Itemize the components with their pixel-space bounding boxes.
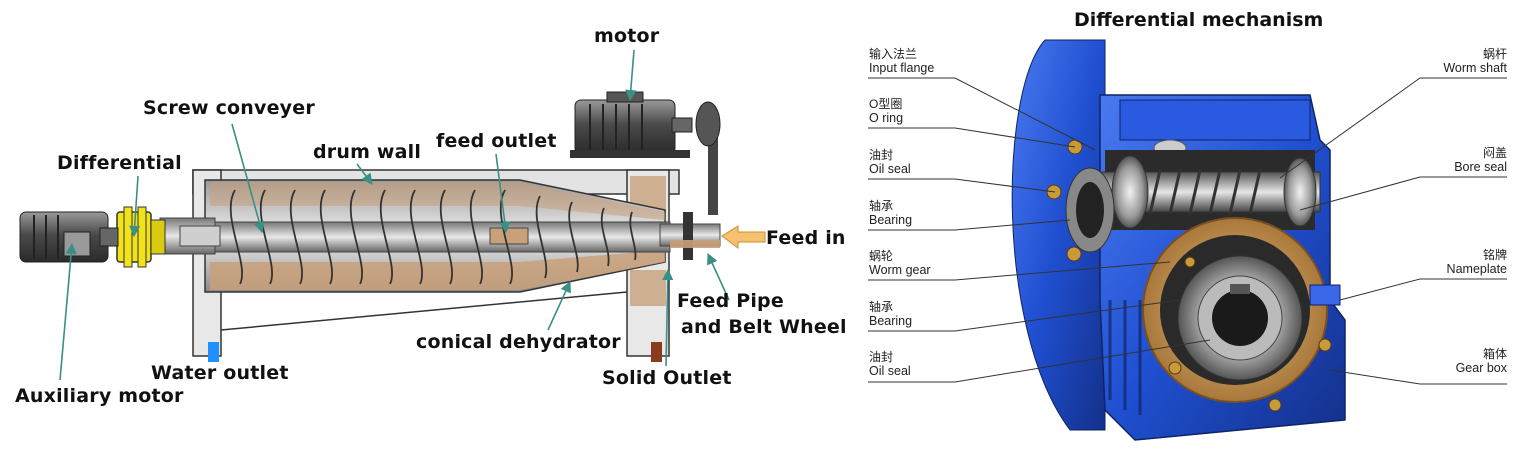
part-cn: 铭牌 <box>1482 248 1507 262</box>
part-cn: 油封 <box>869 350 894 364</box>
solid-outlet-label: Solid Outlet <box>602 367 732 389</box>
part-en: Gear box <box>1455 361 1507 375</box>
part-en: Input flange <box>869 61 935 75</box>
part-label-input-flange: 输入法兰 Input flange <box>869 47 959 76</box>
feed-in-label: Feed in <box>766 227 846 249</box>
part-label-bearing-top: 轴承 Bearing <box>869 199 959 228</box>
part-cn: 轴承 <box>869 300 894 314</box>
water-outlet-label: Water outlet <box>151 362 289 384</box>
auxiliary-motor-label: Auxiliary motor <box>15 385 184 407</box>
part-en: Worm shaft <box>1443 61 1507 75</box>
part-label-oil-seal-bottom: 油封 Oil seal <box>869 350 959 379</box>
pointer-arrows <box>59 49 730 381</box>
part-cn: O型圈 <box>869 97 903 111</box>
feed-in-arrow <box>721 225 766 249</box>
part-en: Bearing <box>869 213 913 227</box>
part-label-worm-gear: 蜗轮 Worm gear <box>869 249 959 278</box>
water-outlet-graphic <box>208 342 219 362</box>
gear-box-graphic <box>1099 94 1346 441</box>
part-label-bore-seal: 闷盖 Bore seal <box>1417 146 1507 175</box>
part-label-gear-box: 箱体 Gear box <box>1417 347 1507 376</box>
part-cn: 油封 <box>869 148 894 162</box>
worm-gear-graphic <box>1142 217 1328 403</box>
feed-pipe-label-line1: Feed Pipe <box>677 290 784 312</box>
screw-conveyer-label: Screw conveyer <box>143 97 315 119</box>
belt-wheel <box>683 212 693 260</box>
part-en: Oil seal <box>869 364 911 378</box>
screw-shaft <box>149 221 671 253</box>
feed-pipe-label-line2: and Belt Wheel <box>681 316 847 338</box>
part-cn: 输入法兰 <box>869 47 918 61</box>
screw-flights <box>229 189 637 285</box>
part-en: Nameplate <box>1446 262 1507 276</box>
feed-outlet-label: feed outlet <box>436 130 557 152</box>
input-flange-graphic <box>1011 39 1106 431</box>
part-label-oil-seal-top: 油封 Oil seal <box>869 148 959 177</box>
feed-outlet-port <box>489 227 529 245</box>
part-label-o-ring: O型圈 O ring <box>869 97 959 126</box>
part-cn: 轴承 <box>869 199 894 213</box>
motor-label: motor <box>594 25 660 47</box>
worm-shaft-graphic <box>1084 169 1321 215</box>
part-label-nameplate: 铭牌 Nameplate <box>1417 248 1507 277</box>
main-motor-graphic <box>570 91 721 158</box>
output-bearing-graphic <box>1177 255 1303 381</box>
solid-outlet-graphic <box>651 342 662 362</box>
leader-lines <box>868 77 1507 385</box>
differential-label: Differential <box>57 152 182 174</box>
part-label-bearing-bottom: 轴承 Bearing <box>869 300 959 329</box>
part-en: Oil seal <box>869 162 911 176</box>
differential-graphic <box>116 206 166 268</box>
part-label-worm-shaft: 蜗杆 Worm shaft <box>1417 47 1507 76</box>
part-cn: 闷盖 <box>1482 146 1507 160</box>
conical-dehydrator-label: conical dehydrator <box>416 331 621 353</box>
part-cn: 蜗杆 <box>1482 47 1507 61</box>
part-en: Worm gear <box>869 263 931 277</box>
differential-mechanism-title: Differential mechanism <box>1074 9 1324 31</box>
part-en: Bearing <box>869 314 913 328</box>
part-cn: 蜗轮 <box>869 249 894 263</box>
part-cn: 箱体 <box>1482 347 1507 361</box>
auxiliary-motor-graphic <box>19 211 119 263</box>
part-en: O ring <box>869 111 904 125</box>
centrifuge-diagram <box>19 49 766 381</box>
part-en: Bore seal <box>1454 160 1507 174</box>
drum-wall-label: drum wall <box>313 141 422 163</box>
